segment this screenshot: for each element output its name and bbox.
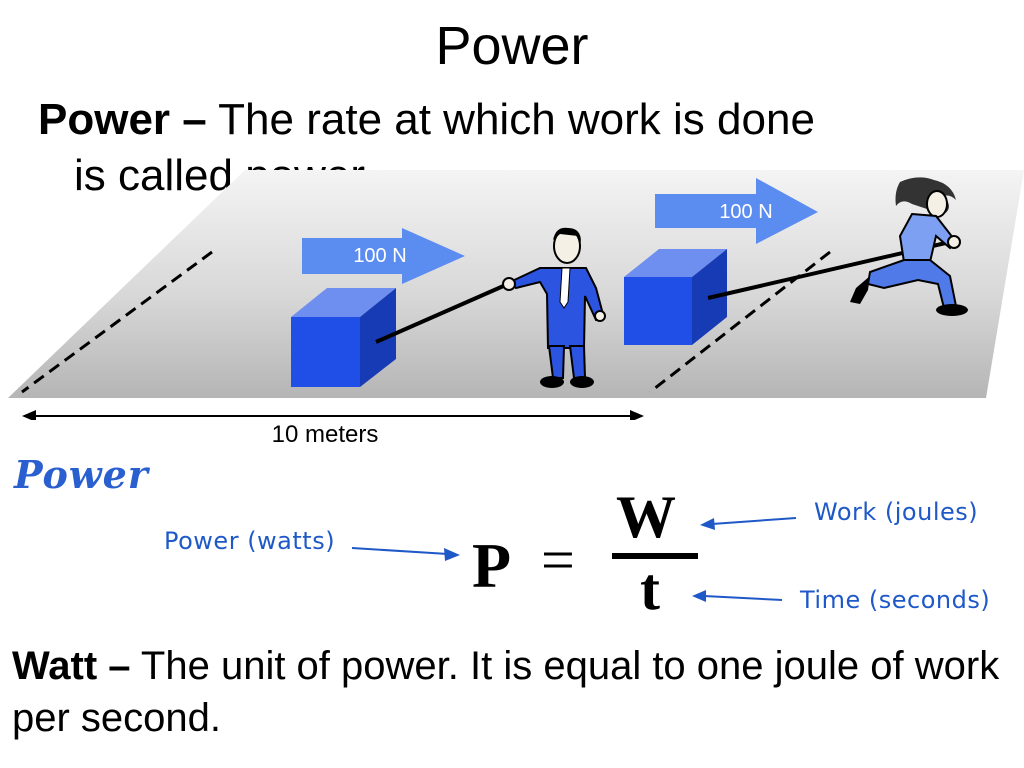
watt-term: Watt –: [12, 644, 131, 688]
label-work-joules: Work (joules): [814, 498, 979, 526]
label-power-watts: Power (watts): [164, 527, 336, 555]
slide-title: Power: [435, 16, 589, 76]
work-illustration: 100 N 100 N: [8, 170, 1024, 420]
arrow-to-w: [700, 518, 715, 530]
watt-text: The unit of power. It is equal to one jo…: [12, 644, 1000, 740]
formula-arrows: [351, 517, 797, 602]
formula-fraction-bar: [612, 553, 698, 559]
distance-arrow: [22, 410, 644, 420]
distance-label: 10 meters: [271, 421, 379, 448]
start-line: [21, 250, 213, 394]
formula-denominator-t: t: [640, 556, 660, 622]
arrow-to-p: [444, 548, 460, 561]
arrow-to-t: [692, 590, 706, 602]
definition-text-line1: The rate at which work is done: [206, 95, 815, 144]
formula-numerator-w: W: [616, 484, 676, 550]
force-arrow-right: 100 N: [655, 178, 818, 244]
power-heading: Power: [14, 452, 149, 497]
force-label-left: 100 N: [353, 245, 406, 267]
label-time-seconds: Time (seconds): [800, 586, 991, 614]
watt-definition: Watt – The unit of power. It is equal to…: [12, 640, 1012, 744]
rope-left: [375, 282, 509, 344]
box-left: [291, 288, 396, 387]
definition-term: Power –: [38, 95, 207, 144]
force-label-right: 100 N: [719, 201, 772, 223]
standing-man-figure: [502, 227, 606, 388]
running-woman-figure: [850, 177, 968, 316]
force-arrow-left: 100 N: [302, 228, 465, 284]
formula-equals: =: [541, 527, 575, 593]
formula-symbol-p: P: [472, 530, 512, 601]
